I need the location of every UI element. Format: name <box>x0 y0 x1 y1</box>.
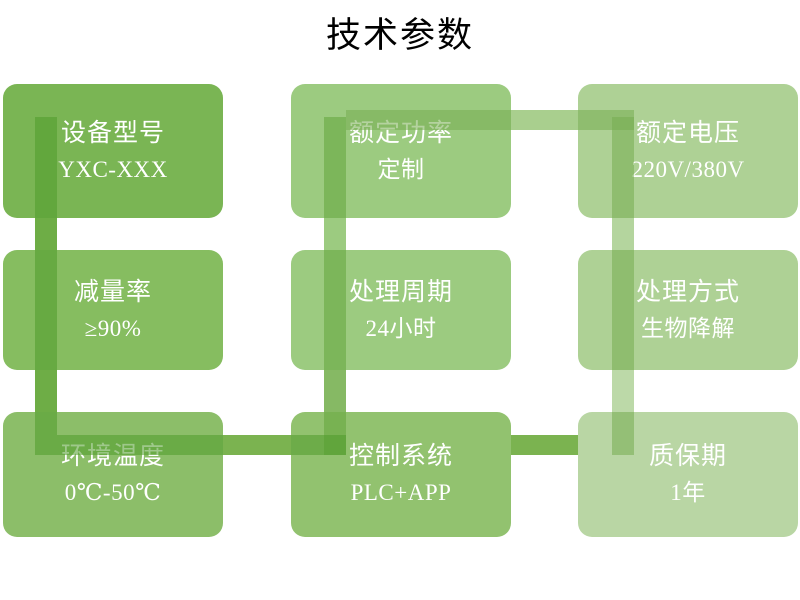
card-value: 220V/380V <box>631 156 745 182</box>
card-label: 控制系统 <box>348 443 453 470</box>
card-label: 减量率 <box>73 278 152 306</box>
card-treatment-method[interactable]: 处理方式 生物降解 <box>578 250 798 370</box>
card-rated-voltage[interactable]: 额定电压 220V/380V <box>578 84 798 218</box>
card-label: 额定电压 <box>635 119 740 147</box>
card-value: PLC+APP <box>350 480 452 505</box>
card-label: 处理方式 <box>635 278 740 306</box>
connector-overlay-col3-card9 <box>612 412 634 455</box>
card-value: YXC-XXX <box>58 156 168 182</box>
connector-overlay-col1-card7 <box>35 412 57 455</box>
connector-overlay-col1-card4 <box>35 250 57 370</box>
connector-overlay-row1-card2-right <box>346 110 511 130</box>
connector-overlay-col1-card1 <box>35 117 57 218</box>
connector-overlay-col2-card2 <box>324 117 346 218</box>
card-label: 设备型号 <box>60 119 165 147</box>
card-value: ≥90% <box>84 315 142 341</box>
card-value: 0℃-50℃ <box>64 480 162 505</box>
connector-overlay-col3-card3 <box>612 117 634 218</box>
card-value: 生物降解 <box>641 315 735 341</box>
connector-overlay-row3-card8-left <box>291 435 346 455</box>
page-title: 技术参数 <box>325 16 474 55</box>
card-value: 1年 <box>670 480 706 505</box>
card-label: 质保期 <box>648 443 727 470</box>
connector-overlay-row1-card3-left <box>578 110 634 130</box>
card-warranty-period[interactable]: 质保期 1年 <box>578 412 798 537</box>
card-label: 处理周期 <box>348 278 453 306</box>
connector-overlay-col2-card5 <box>324 250 346 370</box>
card-value: 24小时 <box>365 315 437 341</box>
connector-overlay-row3-card7-right <box>57 435 223 455</box>
connector-overlay-col3-card6 <box>612 250 634 370</box>
card-value: 定制 <box>377 156 425 182</box>
